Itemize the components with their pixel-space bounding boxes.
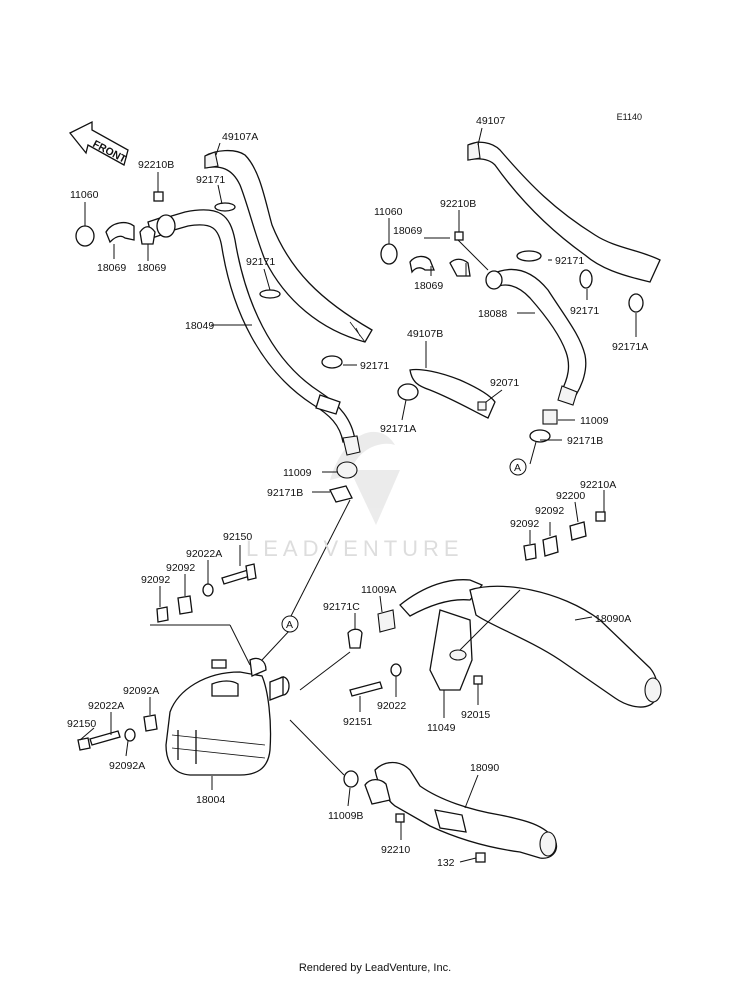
part-label: 92210B — [440, 198, 476, 210]
part-label: 92171A — [612, 341, 648, 353]
part-label: 92171 — [196, 174, 225, 186]
part-label: 18069 — [97, 262, 126, 274]
part-label: 92171B — [267, 487, 303, 499]
part-label: 92210A — [580, 479, 616, 491]
part-label: 49107B — [407, 328, 443, 340]
part-label: 11009 — [580, 415, 609, 427]
part-label: 92092A — [123, 685, 159, 697]
part-label: 92092 — [535, 505, 564, 517]
left-head-pipe — [147, 209, 361, 456]
footer-credit: Rendered by LeadVenture, Inc. — [298, 962, 452, 974]
callout-a-2-label: A — [286, 619, 293, 631]
callout-a-1: A — [509, 458, 527, 476]
left-heat-guard — [204, 149, 373, 343]
silencer-fasteners — [347, 511, 606, 697]
part-label: 11049 — [427, 722, 456, 734]
part-label: 92151 — [343, 716, 372, 728]
part-label: 92171 — [555, 255, 584, 267]
watermark-emblem — [330, 431, 400, 525]
front-arrow: FRONT — [68, 120, 129, 166]
part-label: 92150 — [223, 531, 252, 543]
part-label: 18069 — [393, 225, 422, 237]
part-label: 92171B — [567, 435, 603, 447]
clamps-right — [380, 231, 644, 443]
silencer-lower — [343, 761, 558, 863]
part-label: 11009A — [361, 584, 396, 596]
part-label: 92171A — [380, 423, 416, 435]
part-label: 18088 — [478, 308, 507, 320]
part-label: 92022A — [186, 548, 222, 560]
part-labels: 49107A 92210B 92171 11060 18069 18069 92… — [67, 115, 648, 869]
part-label: 92071 — [490, 377, 519, 389]
part-label: 92092 — [166, 562, 195, 574]
right-heat-guard — [467, 141, 661, 283]
part-label: 92022A — [88, 700, 124, 712]
part-label: 11009B — [328, 810, 363, 822]
part-label: 92210 — [381, 844, 410, 856]
part-label: 92092 — [141, 574, 170, 586]
part-label: 92015 — [461, 709, 490, 721]
part-label: 92092A — [109, 760, 145, 772]
part-label: 92171C — [323, 601, 360, 613]
part-label: 18049 — [185, 320, 214, 332]
diagram-code: E1140 — [616, 112, 642, 122]
small-heat-shield — [409, 368, 496, 419]
part-label: 18004 — [196, 794, 225, 806]
part-label: 92022 — [377, 700, 406, 712]
part-label: 92200 — [556, 490, 585, 502]
part-label: 92171 — [246, 256, 275, 268]
part-label: 18069 — [414, 280, 443, 292]
part-label: 11060 — [374, 206, 403, 218]
watermark-text: LEADVENTURE — [246, 536, 464, 561]
muffler-body — [165, 657, 290, 776]
callout-a-1-label: A — [514, 462, 521, 474]
part-label: 18090A — [595, 613, 631, 625]
muffler-fasteners — [77, 563, 257, 751]
part-label: 132 — [437, 857, 455, 869]
callout-a-2: A — [281, 615, 299, 633]
part-label: 92092 — [510, 518, 539, 530]
silencer-upper — [377, 579, 662, 708]
part-label: 11009 — [283, 467, 312, 479]
part-label: 18069 — [137, 262, 166, 274]
part-label: 18090 — [470, 762, 499, 774]
right-head-pipe — [485, 268, 587, 406]
part-label: 92171 — [360, 360, 389, 372]
part-label: 49107 — [476, 115, 505, 127]
part-label: 49107A — [222, 131, 258, 143]
clamps-left — [75, 191, 358, 503]
leader-lines — [79, 127, 637, 863]
part-label: 11060 — [70, 189, 99, 201]
part-label: 92150 — [67, 718, 96, 730]
part-label: 92210B — [138, 159, 174, 171]
part-label: 92171 — [570, 305, 599, 317]
